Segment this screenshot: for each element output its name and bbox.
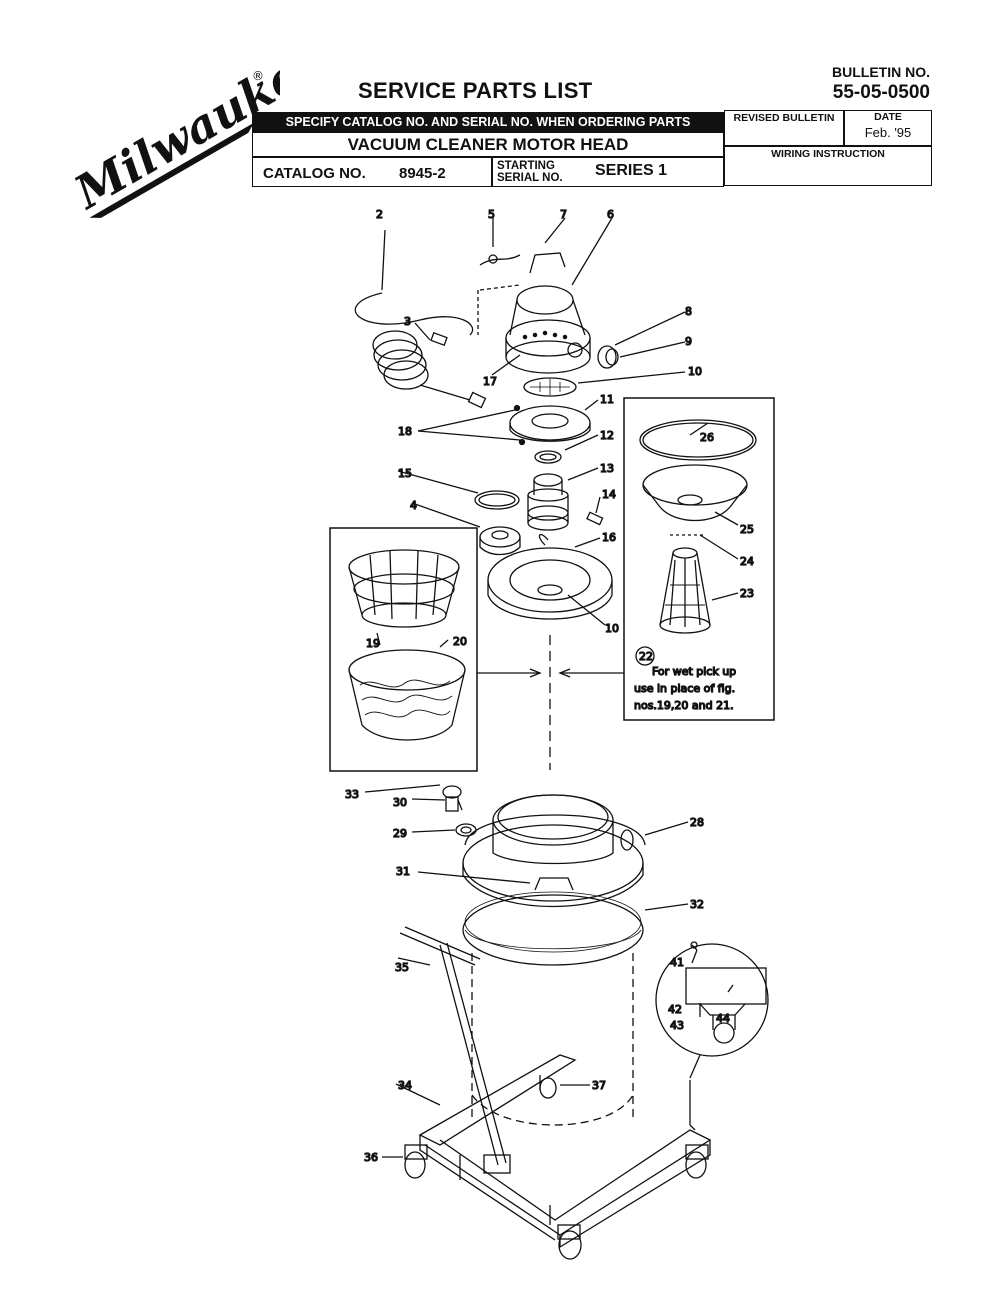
bulletin-number: 55-05-0500 (832, 82, 930, 103)
gasket-32 (462, 891, 689, 966)
caster-36 (382, 1144, 709, 1260)
inset-connector-arrows (529, 668, 571, 678)
callout-26: 26 (700, 431, 714, 444)
bulletin-label: BULLETIN NO. (832, 64, 930, 80)
callout-24: 24 (740, 555, 754, 568)
callout-41: 41 (670, 956, 684, 969)
callout-34: 34 (398, 1079, 412, 1092)
screen-10-leader (567, 594, 606, 626)
tank-lid-28 (462, 794, 689, 908)
serial-label: SERIAL NO. (497, 172, 563, 184)
catalog-cell: CATALOG NO. 8945-2 (252, 157, 492, 187)
wet-note-line2: use in place of fig. (634, 682, 735, 695)
specify-note-bar: SPECIFY CATALOG NO. AND SERIAL NO. WHEN … (252, 112, 724, 132)
lead-17 (491, 354, 521, 376)
motor-cover (477, 217, 613, 374)
callout-5: 5 (488, 208, 495, 221)
serial-cell: STARTING SERIAL NO. SERIES 1 (492, 157, 724, 187)
caster-37 (539, 1075, 590, 1099)
callout-19: 19 (366, 637, 380, 650)
callout-43: 43 (670, 1019, 684, 1032)
cord-clamp (414, 322, 448, 346)
tank-body (471, 953, 634, 1126)
dry-filter-inset (329, 527, 478, 772)
callout-33: 33 (345, 788, 359, 801)
callout-44: 44 (716, 1012, 730, 1025)
callout-13: 13 (600, 462, 614, 475)
callout-18: 18 (398, 425, 412, 438)
power-cord (354, 229, 487, 409)
caster-detail-inset (655, 941, 769, 1131)
date-cell: DATE Feb. '95 (844, 110, 932, 146)
callout-11: 11 (600, 393, 614, 406)
push-handle-35 (397, 926, 511, 1174)
callout-20: 20 (453, 635, 467, 648)
exploded-parts-diagram: 2 5 7 6 8 3 9 17 10 11 18 12 13 15 14 4 … (329, 207, 775, 1260)
callout-32: 32 (690, 898, 704, 911)
callout-35: 35 (395, 961, 409, 974)
callout-15: 15 (398, 467, 412, 480)
float-valve-30 (364, 784, 463, 812)
callout-14: 14 (602, 488, 616, 501)
callout-4: 4 (410, 499, 417, 512)
mounting-plate (509, 399, 599, 442)
gasket-15 (397, 470, 520, 510)
starting-label: STARTING (497, 160, 555, 172)
registered-mark: ® (252, 69, 264, 83)
logo-underline (89, 122, 254, 218)
washer-12 (534, 434, 599, 464)
callout-9: 9 (685, 335, 692, 348)
page-title: SERVICE PARTS LIST (358, 78, 593, 103)
brush-14 (586, 496, 604, 526)
callout-29: 29 (393, 827, 407, 840)
wiring-instruction-cell: WIRING INSTRUCTION (724, 146, 932, 186)
callout-25: 25 (740, 523, 754, 536)
callout-10-bottom: 10 (605, 622, 619, 635)
callout-8: 8 (685, 305, 692, 318)
catalog-number: 8945-2 (399, 165, 446, 182)
product-name: VACUUM CLEANER MOTOR HEAD (252, 132, 724, 157)
callout-16: 16 (602, 531, 616, 544)
switch-8-9 (597, 311, 686, 369)
catalog-label: CATALOG NO. (263, 165, 366, 182)
callout-22: 22 (639, 650, 653, 663)
callout-17: 17 (483, 375, 497, 388)
callout-28: 28 (690, 816, 704, 829)
washer-29 (411, 823, 477, 837)
date-value: Feb. '95 (864, 125, 912, 140)
callout-6: 6 (607, 208, 614, 221)
motor-13 (527, 467, 599, 531)
callout-10-top: 10 (688, 365, 702, 378)
screw-5 (479, 217, 521, 266)
callout-42: 42 (668, 1003, 682, 1016)
callout-2: 2 (376, 208, 383, 221)
revised-bulletin-cell: REVISED BULLETIN (724, 110, 844, 146)
callout-3: 3 (404, 315, 411, 328)
screws-18 (417, 404, 526, 446)
callout-36: 36 (364, 1151, 378, 1164)
lid-handle-31 (417, 871, 574, 891)
dolly-34 (395, 1054, 712, 1249)
milwaukee-logo: Milwaukee ® (64, 60, 280, 220)
callout-37: 37 (592, 1079, 606, 1092)
callout-12: 12 (600, 429, 614, 442)
wet-note-line3: nos.19,20 and 21. (634, 699, 734, 712)
handle-7 (529, 217, 566, 274)
wet-note-line1: For wet pick up (652, 665, 736, 678)
filter-screen-top (523, 371, 686, 397)
callout-7: 7 (560, 208, 567, 221)
axis-arrow (538, 533, 549, 546)
callout-31: 31 (396, 865, 410, 878)
wet-pickup-inset (623, 397, 775, 721)
motor-base-16 (487, 537, 613, 620)
callout-23: 23 (740, 587, 754, 600)
spacer-4 (414, 503, 521, 556)
callout-30: 30 (393, 796, 407, 809)
series-value: SERIES 1 (595, 162, 668, 179)
date-label: DATE (874, 111, 902, 123)
